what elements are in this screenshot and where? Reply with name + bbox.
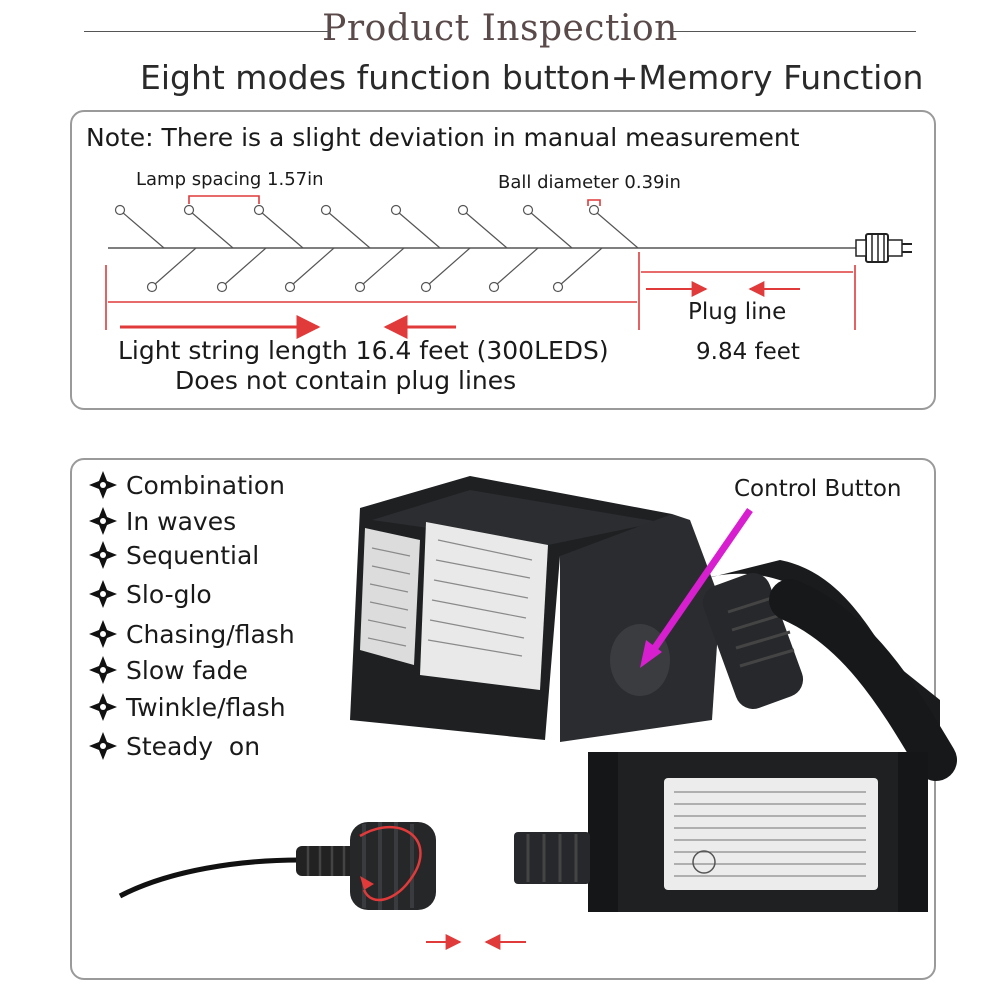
male-connector <box>118 822 436 910</box>
string-length-note: Does not contain plug lines <box>175 366 517 395</box>
compass-bullet-icon <box>89 471 117 499</box>
etl-mark <box>692 850 716 874</box>
lower-bulbs <box>146 247 603 293</box>
bulb <box>183 204 195 216</box>
power-adapter-top <box>350 476 957 781</box>
mode-item: Steady on <box>88 729 260 763</box>
ball-diameter-bracket <box>587 199 601 206</box>
mode-item: Chasing/flash <box>88 617 295 651</box>
title-rule-right <box>672 31 916 32</box>
bulb <box>457 204 469 216</box>
adapter-socket <box>514 832 590 884</box>
string-length-label: Light string length 16.4 feet (300LEDS) <box>118 336 609 365</box>
upper-bulbs <box>114 204 639 249</box>
title-rule-left <box>84 31 330 32</box>
diagram-panel <box>70 110 936 410</box>
bulb <box>216 281 228 293</box>
compass-bullet-icon <box>89 656 117 684</box>
mode-label: Twinkle/flash <box>126 692 286 722</box>
mode-item: Twinkle/flash <box>88 690 286 724</box>
ball-diameter-label: Ball diameter 0.39in <box>498 172 681 193</box>
power-adapter-bottom <box>514 752 928 912</box>
mode-label: Chasing/flash <box>126 619 295 649</box>
mode-item: In waves <box>88 504 236 538</box>
bulb <box>588 204 600 216</box>
measurement-note: Note: There is a slight deviation in man… <box>86 123 800 152</box>
mode-label: Combination <box>126 470 285 500</box>
control-button-label: Control Button <box>734 476 902 502</box>
plug-icon <box>855 233 912 263</box>
plug-line-label: Plug line <box>688 299 787 325</box>
twist-arrow <box>359 825 422 902</box>
mode-label: Slo-glo <box>126 579 212 609</box>
page-subtitle: Eight modes function button+Memory Funct… <box>140 58 924 97</box>
compass-bullet-icon <box>89 507 117 535</box>
mode-item: Slo-glo <box>88 577 212 611</box>
mode-item: Sequential <box>88 538 259 572</box>
compass-bullet-icon <box>89 620 117 648</box>
mode-label: Sequential <box>126 540 260 570</box>
adapter-side-label <box>360 528 420 665</box>
compass-bullet-icon <box>89 693 117 721</box>
lamp-spacing-bracket <box>188 195 260 204</box>
bulb <box>114 204 126 216</box>
control-button-arrow <box>647 508 753 657</box>
bulb <box>253 204 265 216</box>
bulb <box>390 204 402 216</box>
mode-item: Slow fade <box>88 653 248 687</box>
compass-bullet-icon <box>89 541 117 569</box>
compass-bullet-icon <box>89 580 117 608</box>
bulb <box>522 204 534 216</box>
mode-label: Slow fade <box>126 655 248 685</box>
adapter-label-bottom <box>664 778 878 890</box>
mode-item: Combination <box>88 468 285 502</box>
bulb <box>284 281 296 293</box>
bulb <box>420 281 432 293</box>
compass-bullet-icon <box>89 732 117 760</box>
page-title: Product Inspection <box>322 8 678 49</box>
control-arrow-head <box>640 640 662 668</box>
bulb <box>146 281 158 293</box>
bulb <box>488 281 500 293</box>
mode-label: Steady on <box>126 731 261 761</box>
bulb <box>320 204 332 216</box>
plug-line-length: 9.84 feet <box>696 339 800 365</box>
lamp-spacing-label: Lamp spacing 1.57in <box>136 169 324 190</box>
bulb <box>354 281 366 293</box>
adapter-label-top <box>420 522 548 690</box>
bulb <box>552 281 564 293</box>
mode-label: In waves <box>126 506 237 536</box>
